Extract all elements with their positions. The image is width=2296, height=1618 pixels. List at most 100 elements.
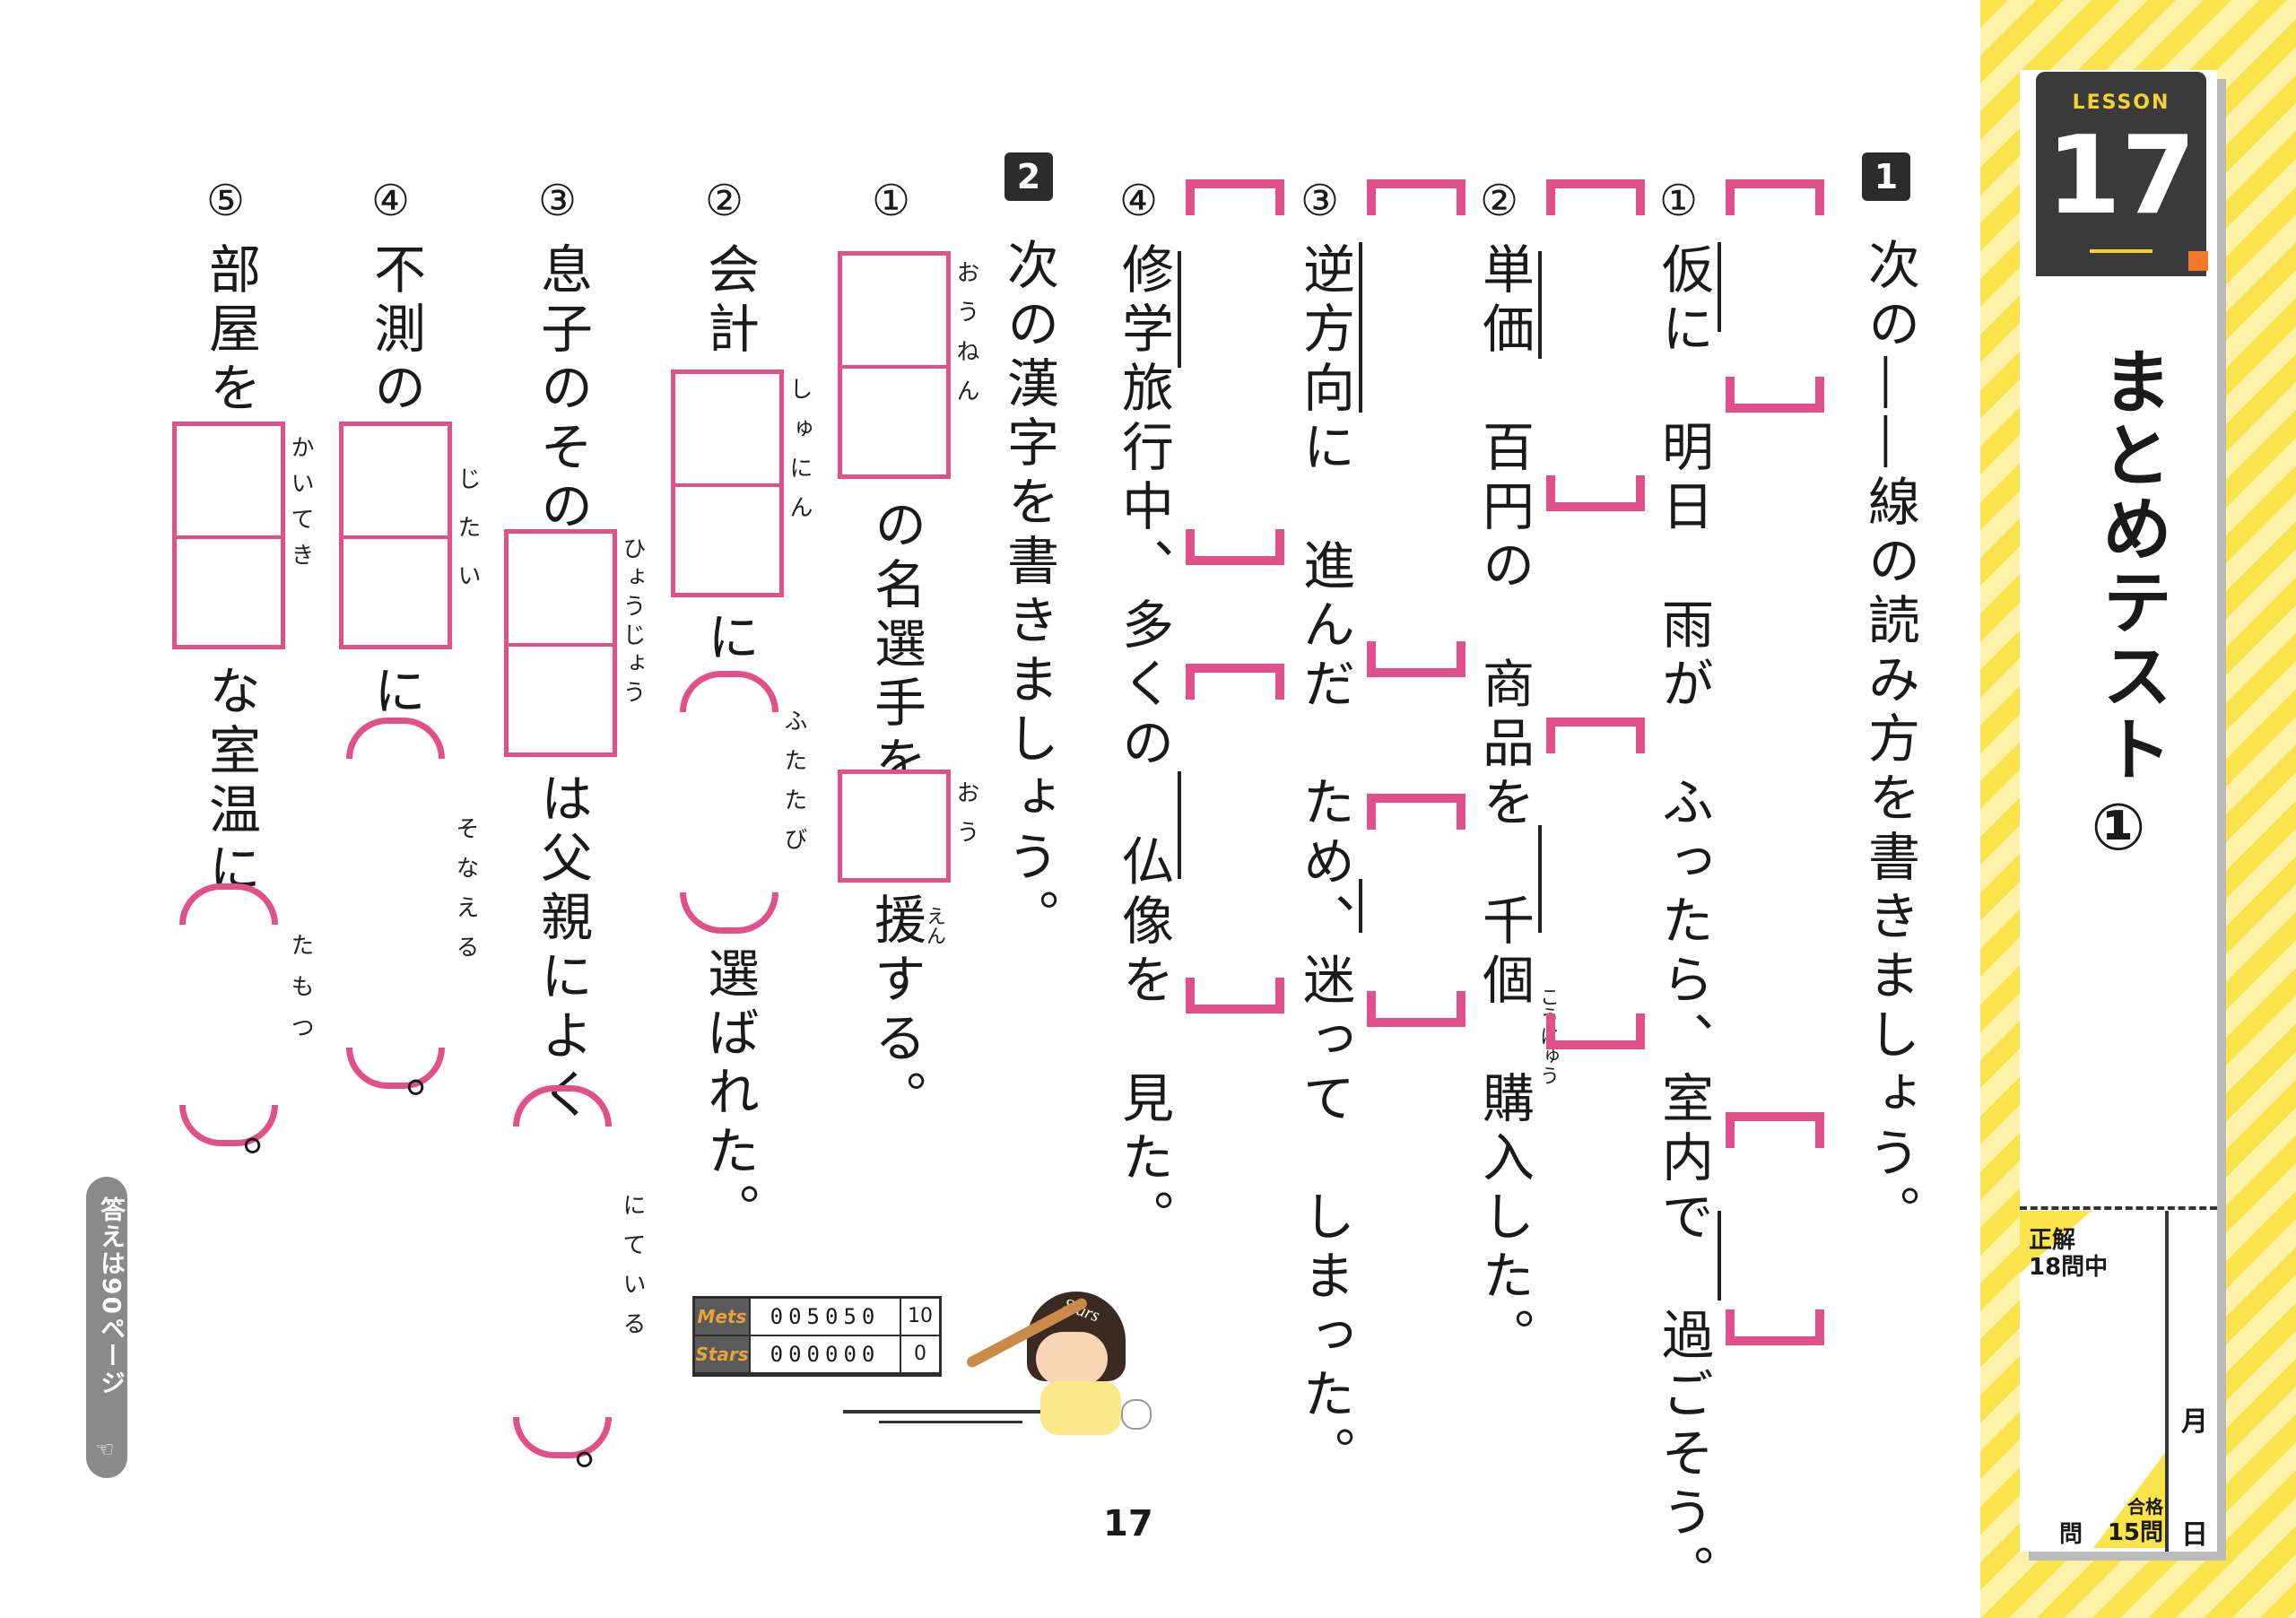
s2-item-3-text-b: 。 bbox=[534, 1448, 595, 1508]
s1-item-4-bracket-close-1 bbox=[1186, 529, 1284, 565]
answer-page-label: 答えは90ページ bbox=[97, 1196, 126, 1396]
s2-item-1-kanji-box-1[interactable] bbox=[838, 251, 951, 479]
s1-item-4-underline-1 bbox=[1178, 251, 1181, 368]
questions-label: 18問中 bbox=[2029, 1254, 2109, 1281]
s1-item-1-bracket-open-2 bbox=[1726, 1112, 1824, 1148]
lesson-number: 17 bbox=[2046, 114, 2196, 239]
s2-item-5-ruby-2: たもつ bbox=[287, 933, 314, 1057]
scoreboard-team-2: Stars bbox=[695, 1336, 749, 1372]
lesson-card bbox=[2020, 70, 2217, 1552]
batter-body bbox=[1040, 1381, 1121, 1435]
scoreboard-total-1: 10 bbox=[901, 1299, 939, 1335]
s2-item-4-text-b: 。 bbox=[365, 1076, 426, 1135]
lesson-label: LESSON bbox=[2072, 91, 2170, 114]
s2-item-3-ruby-1: ひょうじょう bbox=[619, 536, 646, 709]
section-1-badge: 1 bbox=[1862, 152, 1910, 201]
s2-item-4-num: ④ bbox=[371, 176, 411, 226]
s2-item-1-kanji-box-2[interactable] bbox=[838, 770, 951, 883]
lesson-title: まとめテスト bbox=[2091, 345, 2171, 787]
s1-item-4-bracket-open-1 bbox=[1186, 179, 1284, 215]
s2-item-5-kanji-box[interactable] bbox=[172, 422, 285, 649]
s2-item-3-paren-open bbox=[513, 1085, 612, 1127]
s2-item-3-kanji-box[interactable] bbox=[504, 529, 617, 757]
s2-item-2-paren-close bbox=[680, 892, 778, 934]
scoreboard-innings-2: 000000 bbox=[751, 1336, 900, 1372]
section-2-instruction: 次の漢字を書きましょう。 bbox=[998, 238, 1059, 948]
s2-item-2-kanji-box[interactable] bbox=[671, 370, 784, 597]
s2-item-4-kanji-box[interactable] bbox=[339, 422, 452, 649]
s1-item-1-underline-2 bbox=[1718, 1211, 1721, 1300]
pass-label: 合格 bbox=[2127, 1496, 2163, 1518]
s1-item-3-bracket-open-2 bbox=[1367, 794, 1465, 830]
baseball-icon bbox=[1121, 1399, 1152, 1430]
s1-item-3-num: ③ bbox=[1300, 176, 1340, 226]
s1-item-3-bracket-close-1 bbox=[1367, 641, 1465, 677]
s1-item-2-bracket-open-1 bbox=[1546, 179, 1645, 215]
motion-line-2 bbox=[879, 1421, 1022, 1423]
s2-item-2-ruby-1: しゅにん bbox=[786, 377, 813, 535]
s1-item-3-bracket-open-1 bbox=[1367, 179, 1465, 215]
score-unit: 問 bbox=[2059, 1521, 2083, 1548]
s2-item-5-text-a: な室温に bbox=[200, 664, 261, 900]
s2-item-5-paren-open bbox=[179, 883, 278, 925]
s2-item-2-text-a: に bbox=[699, 610, 760, 669]
s2-item-5-num: ⑤ bbox=[206, 176, 246, 226]
s1-item-4-text: 修学旅行中、多くの 仏像を 見た。 bbox=[1113, 242, 1174, 1248]
s1-item-2-bracket-open-2 bbox=[1546, 718, 1645, 753]
s2-item-4-text-a: に bbox=[365, 664, 426, 723]
s2-item-1-ruby-1: おうねん bbox=[952, 260, 979, 418]
s2-item-2-paren-open bbox=[680, 671, 778, 712]
s2-item-2-num: ② bbox=[705, 176, 744, 226]
answer-page-tab[interactable]: 答えは90ページ ☜ bbox=[86, 1177, 127, 1478]
section-1-instruction: 次の――線の読み方を書きましょう。 bbox=[1859, 238, 1920, 1244]
s1-item-3-bracket-close-2 bbox=[1367, 991, 1465, 1027]
s2-item-5-text-b: 。 bbox=[202, 1135, 263, 1194]
scoreboard-innings-1: 005050 bbox=[751, 1299, 900, 1335]
month-label: 月 bbox=[2181, 1406, 2208, 1438]
lesson-title-number: ① bbox=[2081, 789, 2156, 865]
s1-item-3-underline-2 bbox=[1359, 879, 1362, 933]
score-vline bbox=[2165, 1211, 2169, 1552]
s1-item-4-num: ④ bbox=[1119, 176, 1159, 226]
s1-item-2-underline-1 bbox=[1538, 251, 1542, 359]
score-divider bbox=[2020, 1206, 2217, 1214]
s1-item-1-bracket-close-2 bbox=[1726, 1309, 1824, 1345]
s2-item-4-ruby-2: そなえる bbox=[452, 816, 479, 974]
s1-item-1-num: ① bbox=[1659, 176, 1699, 226]
s2-item-1-ruby-3: えん bbox=[923, 906, 945, 945]
s1-item-4-bracket-close-2 bbox=[1186, 978, 1284, 1013]
pass-count: 15問 bbox=[2107, 1519, 2163, 1546]
s2-item-1-ruby-2: おう bbox=[952, 780, 979, 859]
s1-item-2-num: ② bbox=[1480, 176, 1519, 226]
s2-item-3-pre: 息子のその bbox=[532, 242, 593, 538]
s1-item-2-underline-2 bbox=[1538, 825, 1542, 933]
score-label: 正解 18問中 bbox=[2029, 1227, 2108, 1281]
s1-item-3-text: 逆方向に 進んだ ため、迷って しまった。 bbox=[1294, 242, 1355, 1485]
s2-item-5-ruby-1: かいてき bbox=[287, 435, 314, 578]
s1-item-3-underline-1 bbox=[1359, 242, 1362, 413]
lesson-underline bbox=[2090, 249, 2152, 253]
s1-item-2-text: 単価 百円の 商品を 千個 購入した。 bbox=[1474, 242, 1535, 1367]
s1-item-1-text: 仮に 明日 雨が ふったら、室内で 過ごそう。 bbox=[1653, 242, 1714, 1604]
batter-face bbox=[1036, 1332, 1108, 1386]
scoreboard-team-1: Mets bbox=[695, 1299, 749, 1335]
s2-item-4-pre: 不測の bbox=[365, 242, 426, 420]
s1-item-4-underline-2 bbox=[1178, 771, 1181, 879]
batter-illustration: Stars bbox=[1022, 1283, 1152, 1435]
s1-item-4-bracket-open-2 bbox=[1186, 664, 1284, 700]
scoreboard-total-2: 0 bbox=[901, 1336, 939, 1372]
s1-item-1-bracket-open-1 bbox=[1726, 179, 1824, 215]
s2-item-1-text-a: の名選手を bbox=[865, 498, 926, 794]
day-label: 日 bbox=[2181, 1519, 2208, 1551]
s1-item-2-bracket-close-1 bbox=[1546, 475, 1645, 511]
s1-item-1-underline-1 bbox=[1718, 242, 1721, 332]
pointing-hand-icon: ☜ bbox=[95, 1437, 115, 1462]
s2-item-3-text-a: は父親によく bbox=[532, 771, 593, 1127]
scoreboard: Mets 005050 10 Stars 000000 0 bbox=[692, 1296, 942, 1377]
page-number: 17 bbox=[1103, 1503, 1153, 1544]
s2-item-1-text-b: 援する。 bbox=[865, 892, 926, 1129]
s2-item-2-pre: 会計 bbox=[699, 242, 760, 361]
s2-item-4-ruby-1: じたい bbox=[454, 466, 481, 612]
s2-item-3-ruby-2: にている bbox=[619, 1193, 646, 1351]
s2-item-2-ruby-2: ふたたび bbox=[780, 709, 807, 866]
